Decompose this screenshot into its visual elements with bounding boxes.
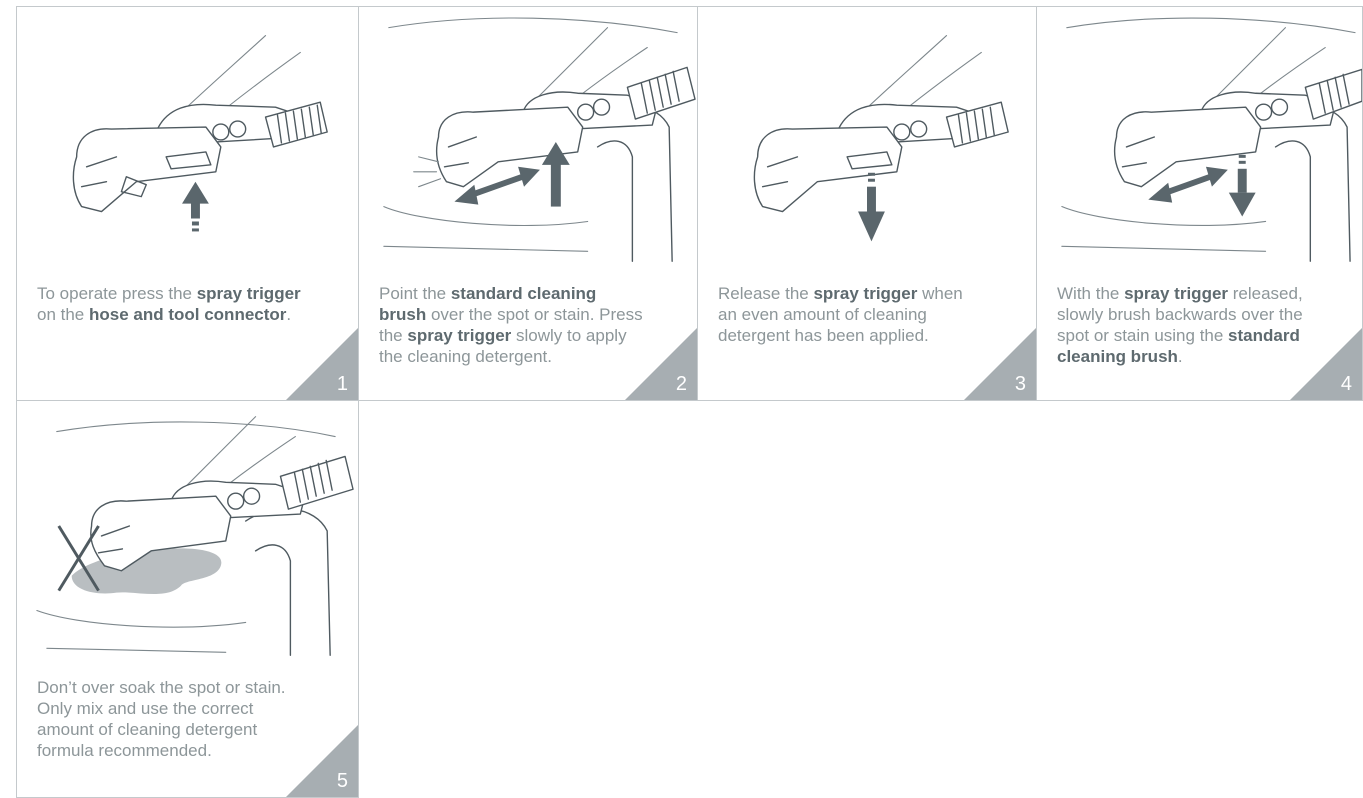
step-number: 2 [675,373,687,395]
caption-text: Don’t over soak the spot or stain. Only … [37,678,286,760]
caption-text: on the [37,305,89,324]
step-caption: With the spray trigger released, slowly … [1057,283,1312,367]
caption-text: To operate press the [37,284,197,303]
brush-on-sofa-illustration [383,17,696,262]
step-caption: To operate press the spray trigger on th… [37,283,308,325]
caption-emphasis: standard cleaning brush [1057,326,1300,366]
caption-text: With the [1057,284,1125,303]
step-panel-2: Point the standard cleaning brush over t… [358,6,698,401]
caption-emphasis: standard cleaning brush [379,284,597,324]
step-number: 4 [1340,373,1352,395]
caption-emphasis: spray trigger [813,284,918,303]
step-panel-4: With the spray trigger released, slowly … [1036,6,1363,401]
step-number: 3 [1014,373,1026,395]
caption-emphasis: spray trigger [196,284,301,303]
step-panel-3: Release the spray trigger when an even a… [697,6,1037,401]
caption-text: slowly to apply the cleaning detergent. [379,326,627,366]
step-caption: Point the standard cleaning brush over t… [379,283,647,367]
step-caption: Release the spray trigger when an even a… [718,283,986,346]
caption-text: . [1177,347,1183,366]
step-number: 1 [336,373,348,395]
over-soak-warning-illustration [36,416,354,656]
caption-emphasis: spray trigger [1124,284,1229,303]
caption-emphasis: hose and tool connector [89,305,287,324]
step-panel-1: To operate press the spray trigger on th… [16,6,359,401]
caption-text: Point the [379,284,451,303]
caption-emphasis: spray trigger [407,326,512,345]
brush-backwards-illustration [1061,17,1362,262]
step-caption: Don’t over soak the spot or stain. Only … [37,677,308,761]
caption-text: when an even amount of cleaning detergen… [718,284,963,345]
caption-text: . [286,305,292,324]
release-trigger-illustration [753,35,1009,242]
step-panel-5: Don’t over soak the spot or stain. Only … [16,400,359,798]
caption-text: over the spot or stain. Press the [379,305,643,345]
caption-text: released, slowly brush backwards over th… [1057,284,1303,345]
caption-text: Release the [718,284,814,303]
hand-spray-tool-illustration [72,35,328,232]
step-number: 5 [336,770,348,792]
